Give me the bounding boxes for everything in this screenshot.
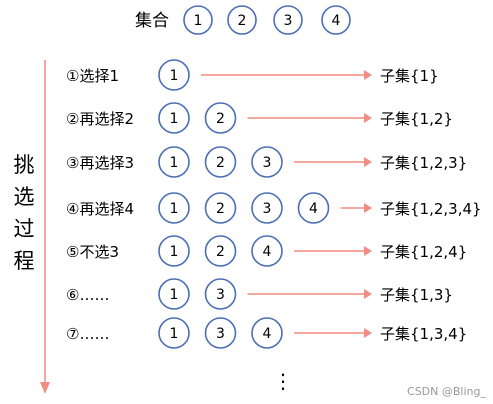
- selected-element-value: 2: [216, 111, 225, 127]
- set-element-value: 1: [194, 13, 203, 29]
- subset-result: 子集{1,2,3,4}: [380, 200, 482, 218]
- selected-element-circle: [297, 192, 330, 224]
- selection-row: ⑦…… 1 3 4 子集{1,3,4}: [66, 317, 467, 349]
- subset-result: 子集{1,2,4}: [380, 243, 467, 261]
- process-arrow-head: [40, 382, 50, 394]
- set-element-3: 3: [273, 5, 303, 35]
- selected-element-circle: [204, 192, 237, 224]
- step-label: ①选择1: [66, 67, 119, 85]
- selection-row: ③再选择3 1 2 3 子集{1,2,3}: [66, 146, 467, 178]
- set-element-circle: [321, 5, 351, 35]
- selected-element-value: 1: [170, 326, 179, 342]
- selected-element-value: 4: [309, 201, 318, 217]
- set-element-value: 3: [284, 13, 293, 29]
- selected-element-circle: [204, 235, 237, 267]
- subset-arrow-head: [364, 157, 372, 167]
- set-element-4: 4: [321, 5, 351, 35]
- subset-arrow-head: [364, 113, 372, 123]
- selected-element-circle: [251, 192, 283, 224]
- set-element-value: 2: [238, 13, 247, 29]
- selection-rows: ①选择1 1 子集{1} ②再选择2 1 2 子集{1,2} ③再选择3 1 2 3 子集{1,2,3…: [66, 59, 482, 349]
- selected-element-circle: [158, 278, 190, 310]
- selected-element-circle: [204, 146, 237, 178]
- subset-arrow-head: [364, 328, 372, 338]
- selected-element-value: 2: [216, 244, 225, 260]
- subset-arrow-head: [364, 70, 372, 80]
- watermark: CSDN @Bling_: [407, 385, 486, 398]
- selected-element-value: 4: [263, 244, 272, 260]
- selected-element-circle: [158, 235, 190, 267]
- subset-result: 子集{1,3,4}: [380, 325, 467, 343]
- selected-element-circle: [251, 235, 283, 267]
- process-label-char: 程: [14, 249, 35, 273]
- selected-element-circle: [251, 317, 283, 349]
- selection-row: ②再选择2 1 2 子集{1,2}: [66, 102, 453, 134]
- selected-element-value: 3: [263, 201, 272, 217]
- set-element-circle: [227, 5, 257, 35]
- selected-element-value: 4: [263, 326, 272, 342]
- selected-element-circle: [251, 146, 283, 178]
- process-label-char: 过: [14, 217, 35, 241]
- step-label: ⑤不选3: [66, 243, 119, 261]
- process-label-char: 挑: [14, 153, 35, 177]
- selected-element-value: 1: [170, 111, 179, 127]
- set-element-2: 2: [227, 5, 257, 35]
- selected-element-value: 1: [170, 287, 179, 303]
- set-header: 集合 1 2 3 4: [135, 5, 351, 35]
- selected-element-circle: [158, 59, 190, 91]
- selected-element-value: 3: [216, 287, 225, 303]
- selection-row: ⑤不选3 1 2 4 子集{1,2,4}: [66, 235, 467, 267]
- selected-element-value: 2: [216, 155, 225, 171]
- step-label: ⑦……: [66, 325, 109, 343]
- continuation-ellipsis: ⋮: [273, 369, 293, 393]
- step-label: ③再选择3: [66, 154, 134, 172]
- selection-row: ⑥…… 1 3 子集{1,3}: [66, 278, 453, 310]
- step-label: ②再选择2: [66, 110, 134, 128]
- selected-element-circle: [158, 146, 190, 178]
- selected-element-circle: [204, 317, 237, 349]
- subset-arrow-head: [364, 203, 372, 213]
- selected-element-value: 1: [170, 201, 179, 217]
- set-elements: 1 2 3 4: [183, 5, 351, 35]
- subset-result: 子集{1,2}: [380, 110, 453, 128]
- process-axis: [40, 60, 50, 394]
- process-label-char: 选: [14, 185, 35, 209]
- subset-result: 子集{1,3}: [380, 286, 453, 304]
- selected-element-circle: [204, 278, 237, 310]
- selection-row: ④再选择4 1 2 3 4 子集{1,2,3,4}: [66, 192, 482, 224]
- selected-element-circle: [158, 192, 190, 224]
- step-label: ⑥……: [66, 286, 109, 304]
- step-label: ④再选择4: [66, 200, 134, 218]
- subset-arrow-head: [364, 289, 372, 299]
- selected-element-value: 1: [170, 155, 179, 171]
- selected-element-circle: [158, 102, 190, 134]
- selected-element-value: 1: [170, 68, 179, 84]
- subset-result: 子集{1,2,3}: [380, 154, 467, 172]
- subset-result: 子集{1}: [380, 67, 439, 85]
- set-element-circle: [273, 5, 303, 35]
- selected-element-circle: [204, 102, 237, 134]
- selected-element-value: 3: [216, 326, 225, 342]
- subset-arrow-head: [364, 246, 372, 256]
- selected-element-circle: [158, 317, 190, 349]
- set-element-1: 1: [183, 5, 213, 35]
- selected-element-value: 1: [170, 244, 179, 260]
- set-label: 集合: [135, 11, 169, 31]
- selected-element-value: 3: [263, 155, 272, 171]
- set-element-value: 4: [332, 13, 341, 29]
- selected-element-value: 2: [216, 201, 225, 217]
- set-element-circle: [183, 5, 213, 35]
- selection-row: ①选择1 1 子集{1}: [66, 59, 439, 91]
